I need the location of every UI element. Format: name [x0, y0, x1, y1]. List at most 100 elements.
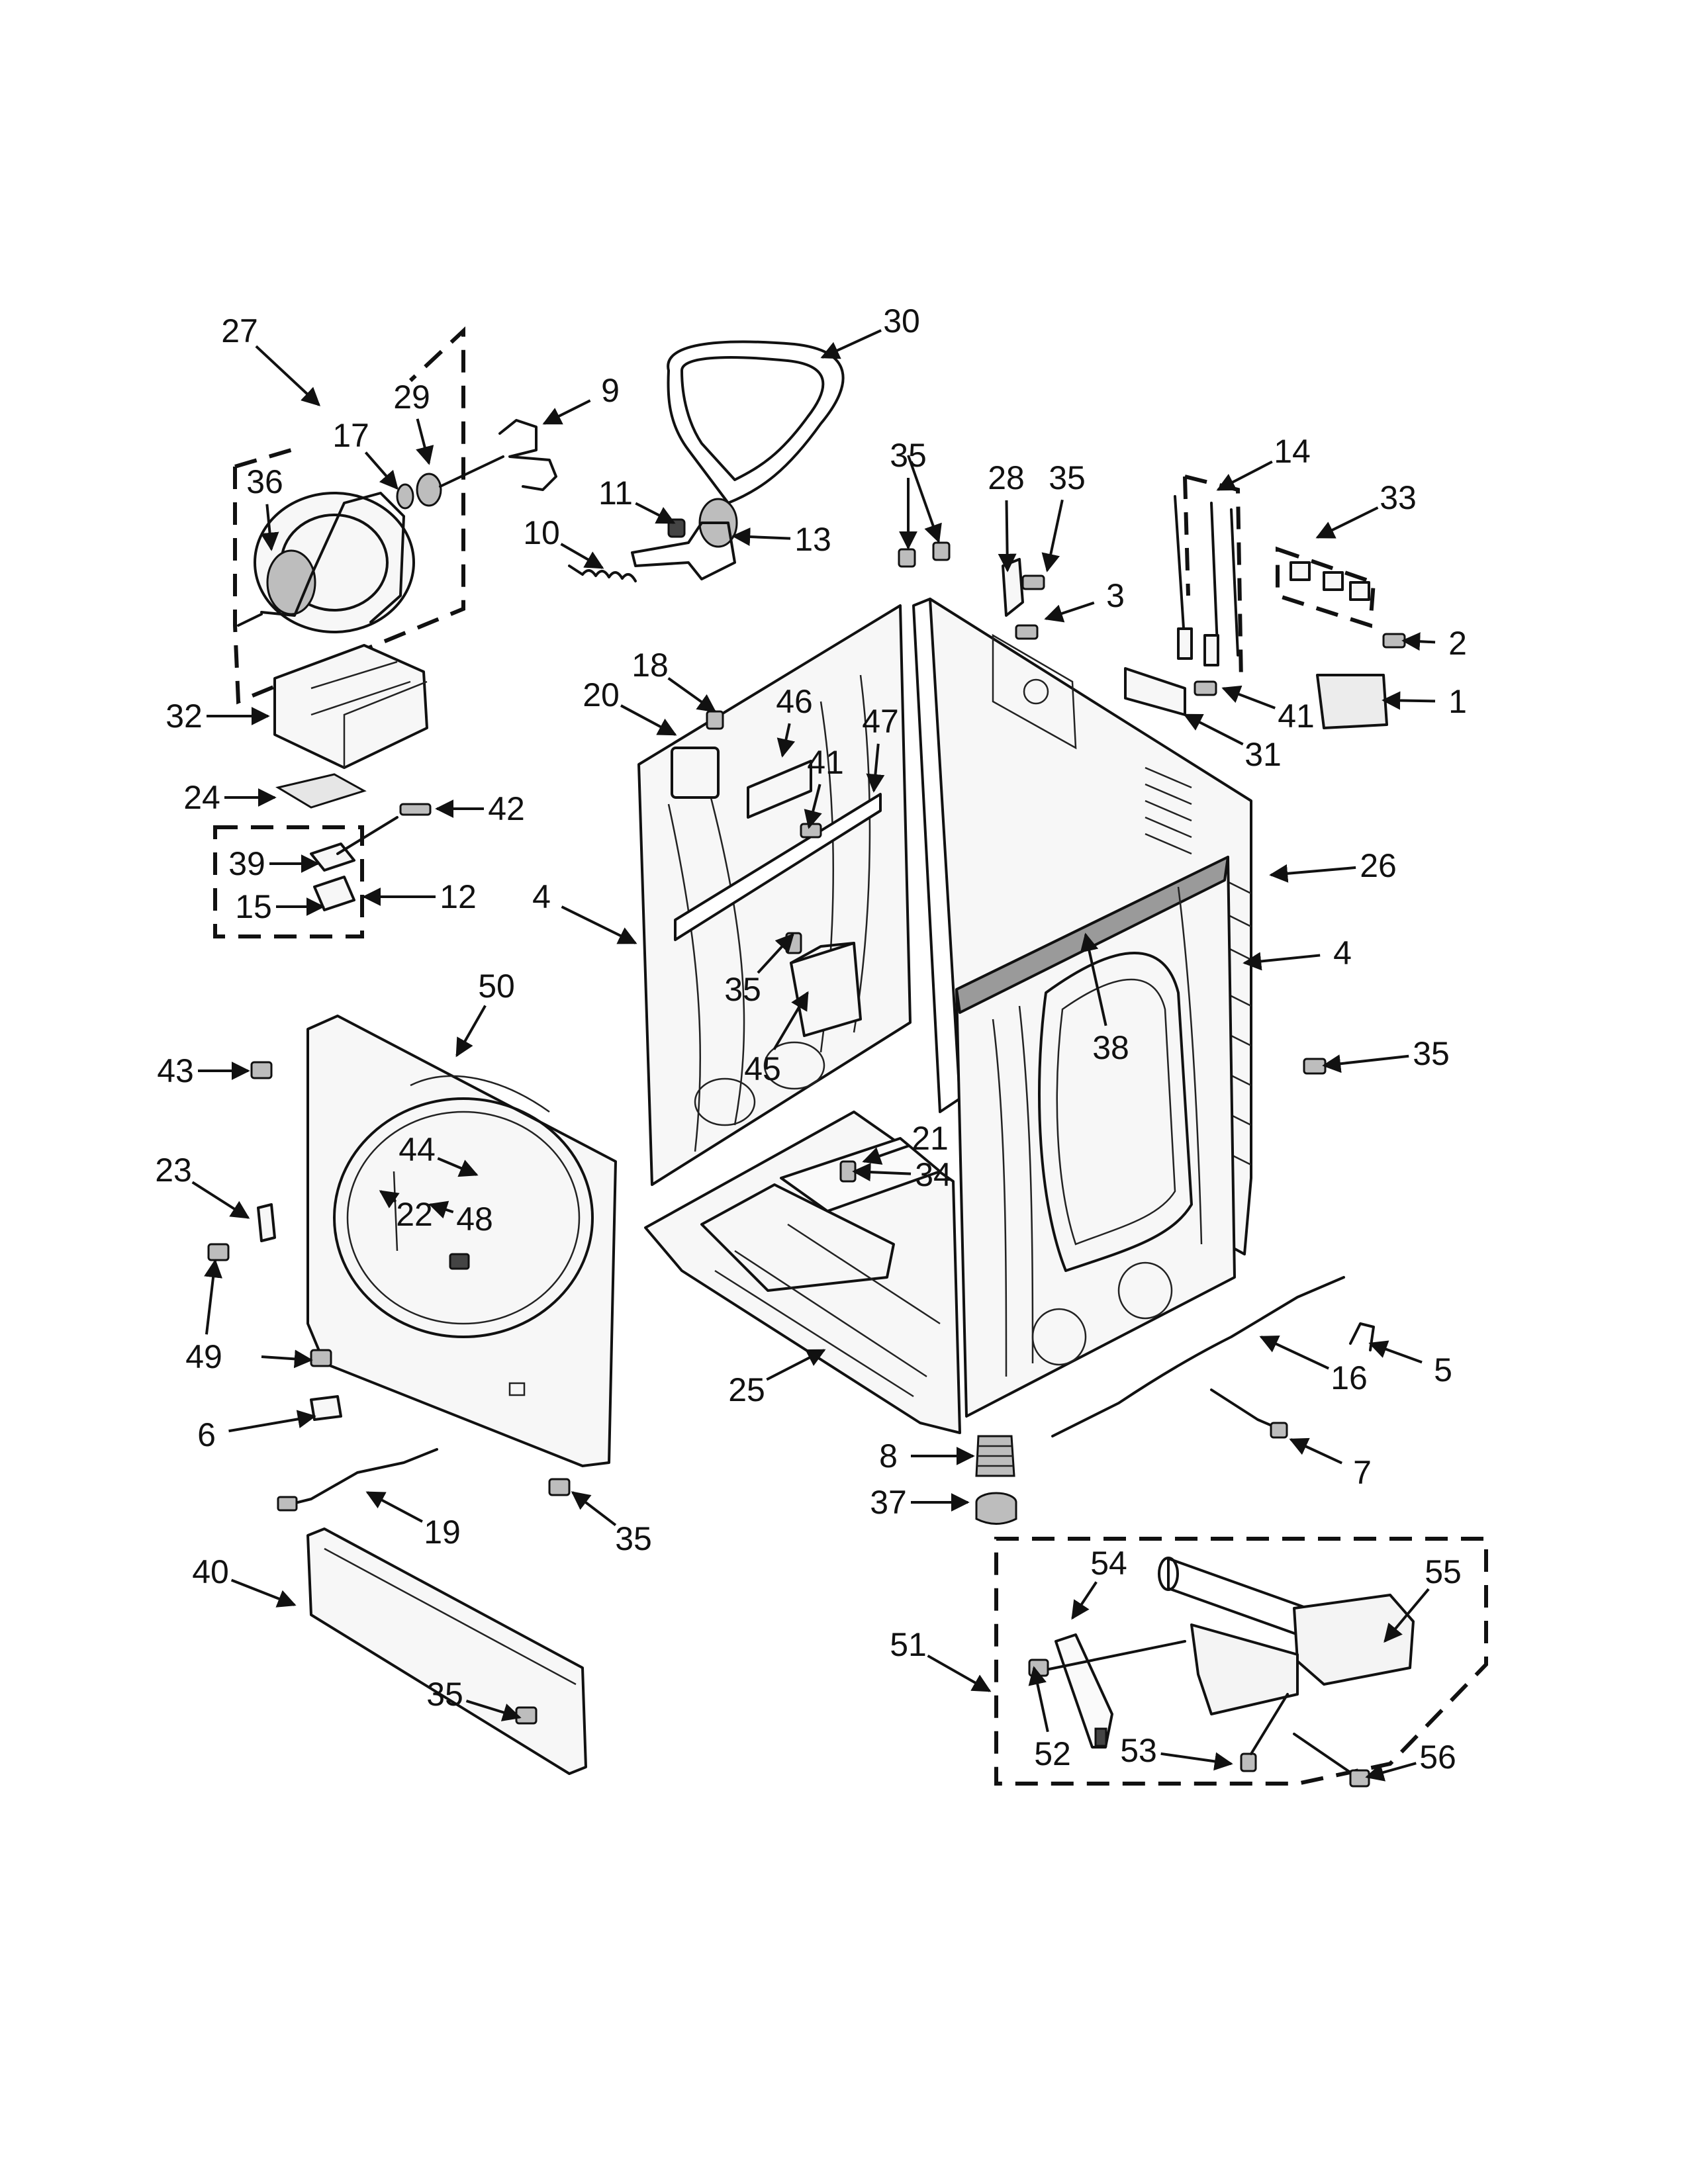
- callout-p24: 24: [183, 779, 277, 816]
- part-number-label: 14: [1274, 433, 1311, 470]
- part-number-label: 7: [1353, 1454, 1372, 1491]
- leader-line: [1383, 1588, 1430, 1643]
- callout-p11: 11: [598, 475, 676, 524]
- terminal-bracket-31: [1124, 667, 1186, 716]
- part-number-label: 37: [870, 1484, 907, 1521]
- idler-pulley-assembly: [631, 498, 738, 580]
- callout-p35d: 35: [1322, 1035, 1450, 1073]
- part-number-label: 5: [1434, 1351, 1452, 1388]
- leader-line: [428, 1201, 454, 1219]
- leader-line: [379, 1190, 400, 1208]
- callout-p50: 50: [455, 968, 515, 1058]
- part-number-label: 29: [393, 379, 430, 416]
- callout-p46: 46: [776, 683, 813, 758]
- part-number-label: 51: [890, 1626, 927, 1663]
- screw-52: [1028, 1659, 1049, 1677]
- left-side-panel: [637, 604, 912, 1186]
- part-number-label: 52: [1034, 1735, 1071, 1772]
- callout-p6: 6: [197, 1410, 316, 1453]
- idler-screw-11: [667, 518, 686, 538]
- part-number-label: 20: [583, 676, 620, 713]
- hinge-bracket-6: [310, 1395, 342, 1421]
- callout-p36: 36: [246, 463, 283, 551]
- part-number-label: 1: [1448, 683, 1467, 720]
- leader-line: [1368, 1340, 1423, 1364]
- callout-p35a2: [907, 455, 942, 543]
- screw-35-top-left: [898, 548, 916, 568]
- callout-p44: 44: [399, 1131, 479, 1177]
- part-number-label: 22: [396, 1196, 433, 1233]
- part-number-label: 32: [165, 698, 203, 735]
- callout-p23: 23: [155, 1152, 250, 1219]
- part-number-label: 47: [862, 703, 899, 740]
- part-number-label: 17: [332, 417, 369, 454]
- screw-35-transformer: [785, 932, 802, 954]
- control-bracket-46: [747, 760, 812, 819]
- terminal-block-20: [671, 747, 720, 799]
- callout-p20: 20: [583, 676, 677, 736]
- leader-line: [260, 504, 279, 551]
- leader-line: [365, 1491, 423, 1523]
- part-number-label: 48: [456, 1201, 493, 1238]
- callout-p1: 1: [1382, 683, 1467, 720]
- wire-harness-16: [1051, 1276, 1345, 1437]
- leader-line: [1401, 632, 1436, 651]
- part-number-label: 39: [228, 845, 265, 882]
- leader-line: [998, 500, 1017, 572]
- callout-p41b: 41: [804, 744, 844, 829]
- callout-p45: 45: [744, 991, 809, 1087]
- part-number-label: 19: [424, 1514, 461, 1551]
- callout-p38: 38: [1080, 933, 1129, 1066]
- motor-group-dashed-outline: [233, 326, 465, 705]
- leveling-foot-37: [975, 1492, 1017, 1525]
- access-cover-1: [1316, 674, 1388, 729]
- callout-p35c: 35: [724, 933, 794, 1008]
- bracket-28: [1002, 558, 1024, 617]
- part-number-label: 49: [185, 1338, 222, 1375]
- screw-49-upper: [207, 1243, 230, 1261]
- part-number-label: 33: [1380, 479, 1417, 516]
- part-number-label: 28: [988, 459, 1025, 496]
- callout-p39: 39: [228, 845, 320, 882]
- leader-line: [766, 1349, 826, 1381]
- leader-line: [866, 743, 885, 793]
- callout-p37: 37: [870, 1484, 970, 1521]
- wire-harness-group-14: [1174, 475, 1243, 682]
- leader-line: [927, 1655, 992, 1692]
- leader-line: [230, 1578, 297, 1608]
- part-number-label: 13: [794, 521, 831, 558]
- leader-line: [1080, 933, 1107, 1026]
- burner-tube: [1167, 1557, 1309, 1639]
- callout-p34: 34: [852, 1156, 952, 1193]
- leader-line: [416, 418, 434, 465]
- drive-motor-assembly: [233, 326, 504, 705]
- leader-line: [1041, 499, 1064, 572]
- callout-p25: 25: [728, 1349, 826, 1408]
- leader-line: [620, 704, 677, 736]
- callout-p26: 26: [1269, 847, 1397, 884]
- callout-p49b: [261, 1349, 313, 1369]
- part-number-label: 35: [1049, 459, 1086, 496]
- callout-p40: 40: [192, 1553, 297, 1608]
- leader-line: [1183, 713, 1244, 746]
- leader-line: [731, 527, 791, 547]
- callout-p43: 43: [157, 1052, 250, 1089]
- part-number-label: 3: [1106, 577, 1125, 614]
- callout-p10: 10: [523, 514, 604, 569]
- leader-line: [1259, 1335, 1330, 1370]
- callout-p30: 30: [820, 302, 920, 359]
- callout-p16: 16: [1259, 1335, 1368, 1396]
- screw-35-front: [548, 1478, 571, 1496]
- door-harness-19: [283, 1448, 438, 1507]
- leader-line: [561, 905, 637, 944]
- screw-41-left: [800, 823, 822, 839]
- idler-spring: [568, 565, 637, 582]
- part-number-label: 11: [598, 475, 633, 512]
- retainer-clip-5: [1349, 1322, 1375, 1351]
- leader-line: [364, 451, 399, 490]
- part-number-label: 35: [1413, 1035, 1450, 1072]
- screw-56: [1293, 1733, 1370, 1788]
- leader-line: [542, 399, 591, 425]
- door-opening: [333, 1097, 594, 1338]
- part-number-label: 16: [1331, 1359, 1368, 1396]
